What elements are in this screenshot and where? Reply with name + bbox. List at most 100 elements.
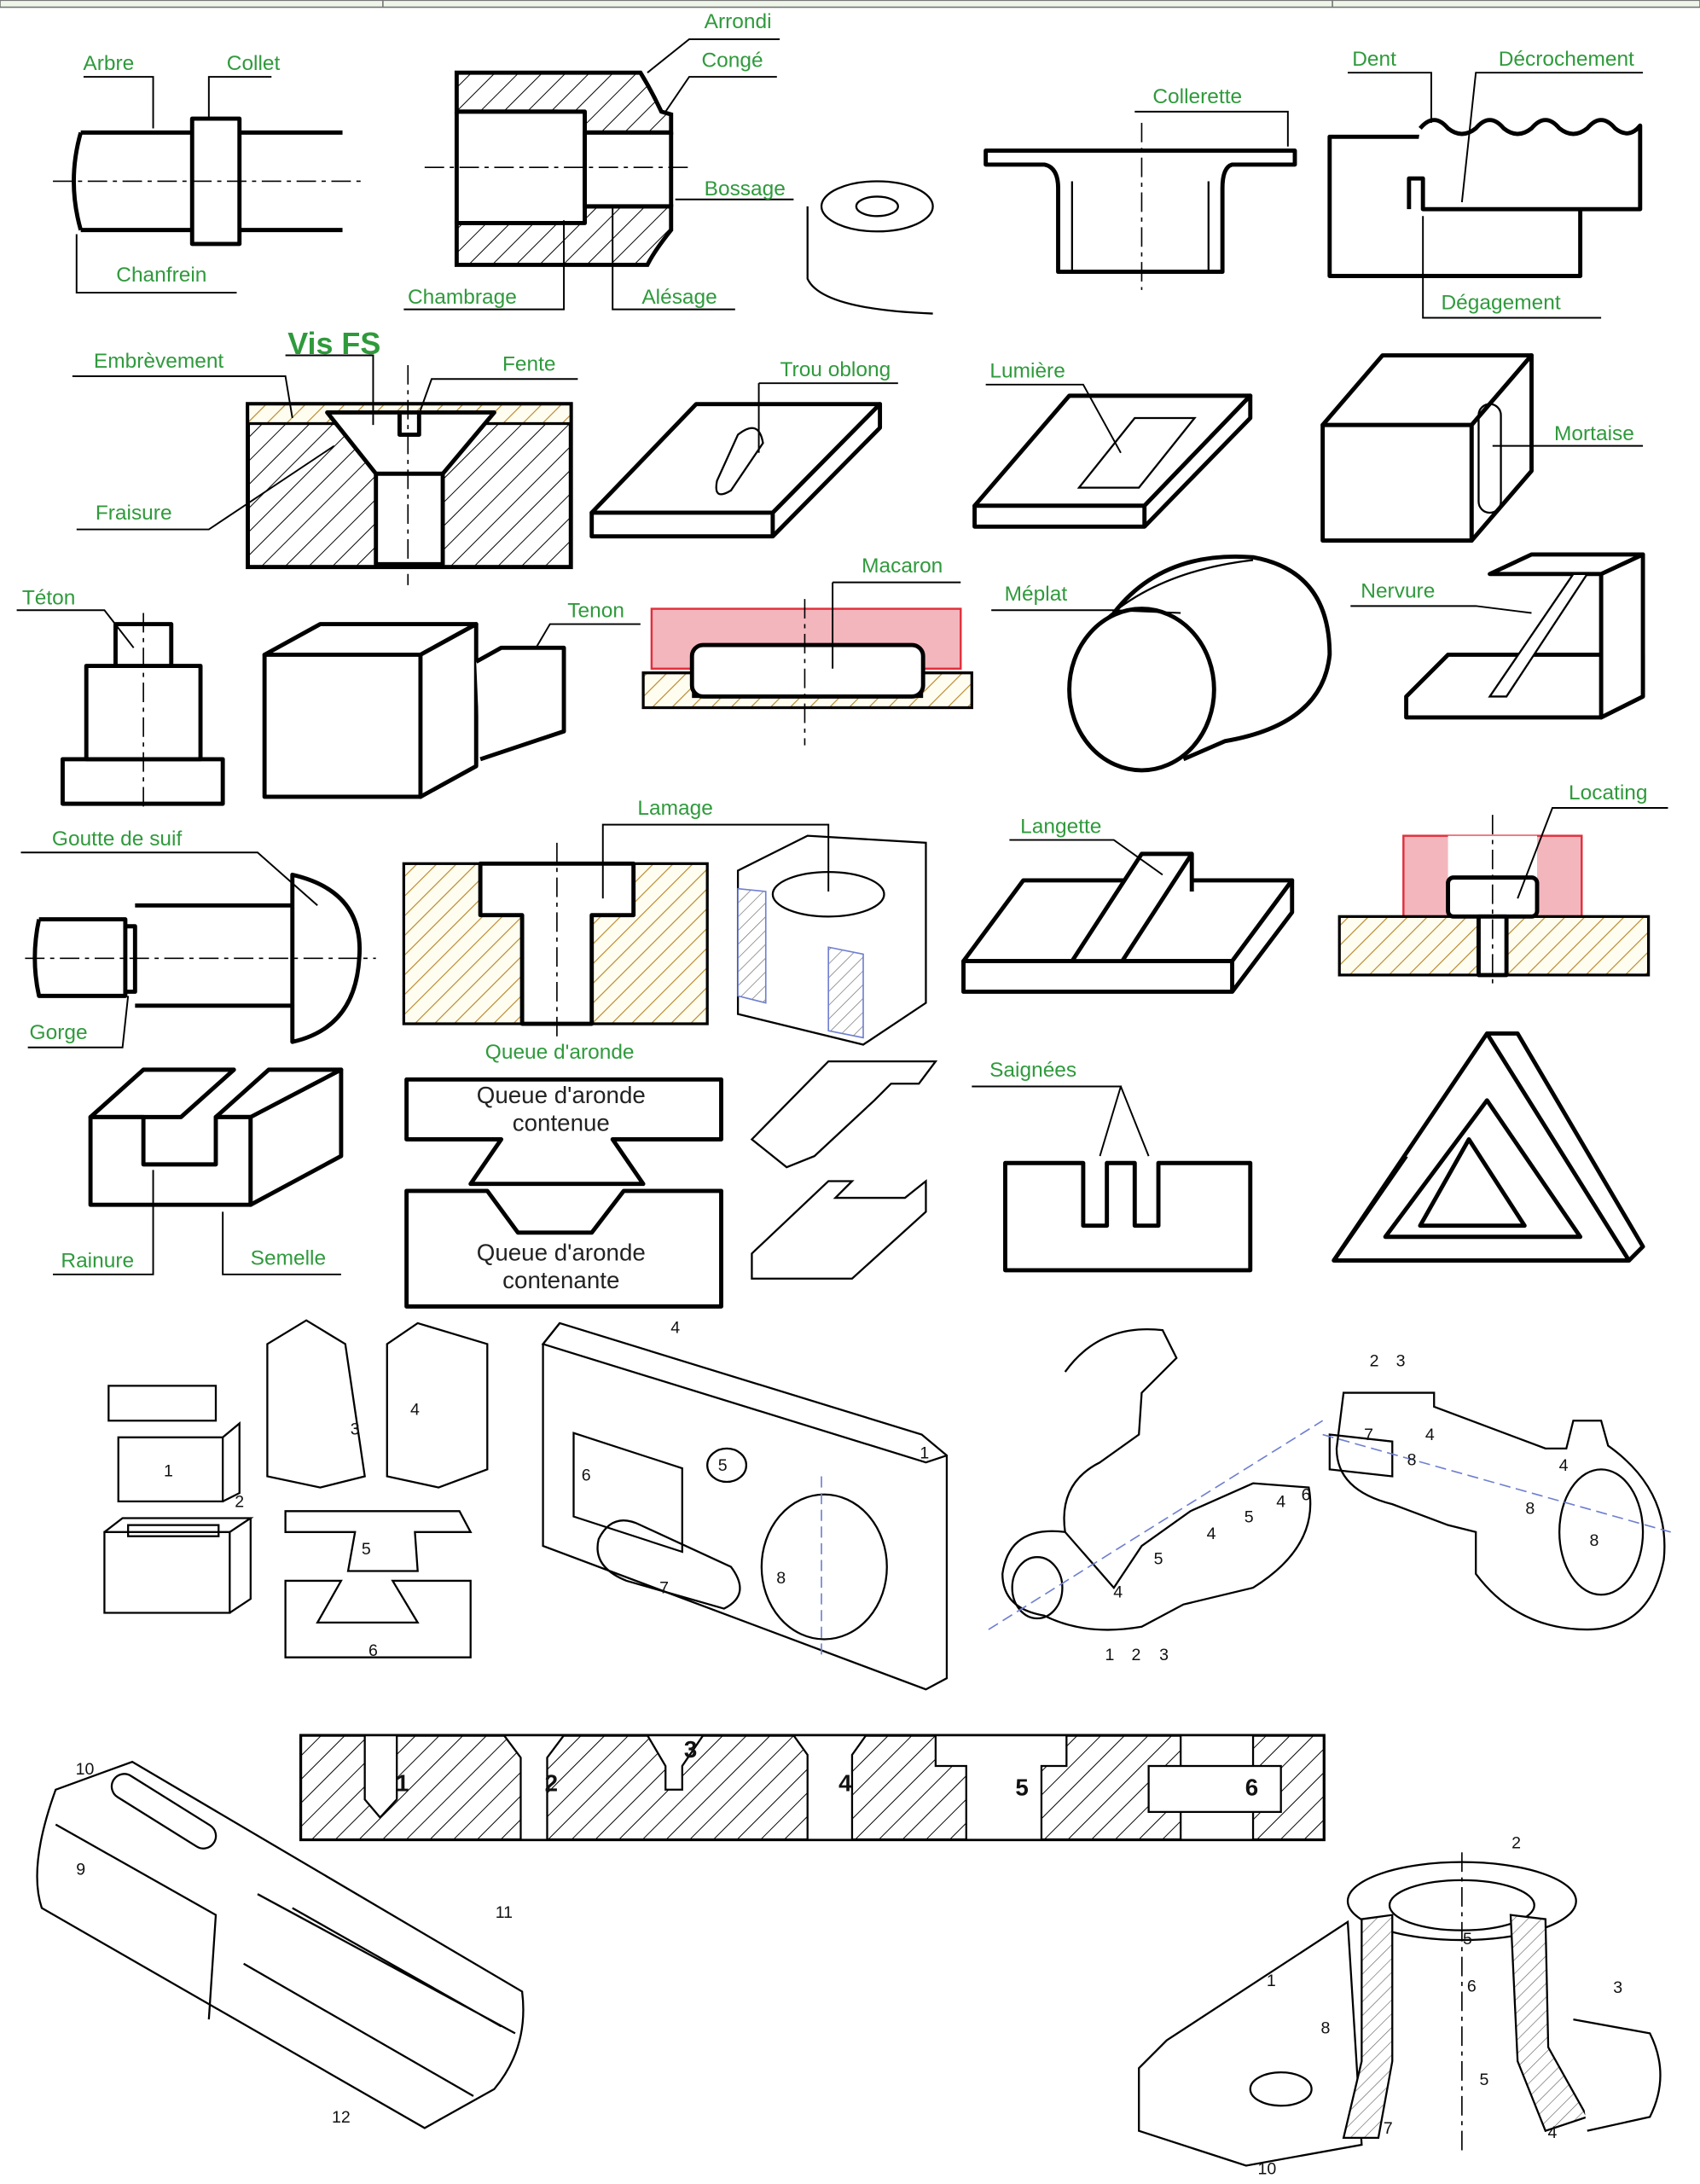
- num-bush-6: 6: [1302, 1485, 1311, 1504]
- num-hole-4: 4: [838, 1769, 852, 1796]
- figure-locating: Locating: [1337, 781, 1668, 990]
- figure-lumiere: Lumière: [972, 360, 1253, 529]
- num-base-10: 10: [1257, 2159, 1276, 2178]
- num-bush-5a: 5: [1154, 1549, 1163, 1568]
- text-queue-contenante-1: Queue d'aronde: [477, 1240, 646, 1266]
- num-hole-5: 5: [1015, 1774, 1028, 1800]
- figure-holes-section: 1 2 3 4 5 6: [299, 1734, 1326, 1842]
- label-arrondi: Arrondi: [705, 10, 772, 33]
- figure-trou-oblong: Trou oblong: [589, 358, 898, 539]
- label-chambrage: Chambrage: [408, 286, 517, 309]
- text-queue-contenante-2: contenante: [502, 1267, 619, 1293]
- label-meplat: Méplat: [1005, 583, 1068, 606]
- label-macaron: Macaron: [862, 555, 943, 578]
- label-queue-daronde: Queue d'aronde: [485, 1041, 635, 1064]
- label-locating: Locating: [1569, 781, 1648, 804]
- num-hole-3: 3: [684, 1736, 697, 1763]
- num-bush-4b: 4: [1207, 1525, 1216, 1543]
- num-prisms-6: 6: [368, 1641, 378, 1660]
- num-base-3: 3: [1613, 1978, 1622, 1997]
- figure-goutte-de-suif: Goutte de suif Gorge: [20, 828, 376, 1048]
- figure-teeth: Dent Décrochement Dégagement: [1327, 48, 1644, 319]
- label-semelle: Semelle: [251, 1246, 326, 1269]
- num-sleeve-3: 3: [1396, 1352, 1406, 1371]
- label-rainure: Rainure: [61, 1250, 134, 1273]
- num-hole-1: 1: [396, 1769, 409, 1796]
- figure-mortaise: Mortaise: [1320, 353, 1644, 543]
- figure-splined-shaft: 10 9 11 12: [36, 1760, 525, 2129]
- label-nervure: Nervure: [1361, 580, 1435, 603]
- num-shaft-11: 11: [496, 1903, 513, 1922]
- num-sleeve-2: 2: [1370, 1352, 1379, 1371]
- label-saignees: Saignées: [989, 1059, 1076, 1082]
- num-shaft-10: 10: [76, 1760, 95, 1779]
- figure-bore-section: Arrondi Congé Bossage Chambrage Alésage: [403, 10, 934, 315]
- num-prisms-4: 4: [410, 1401, 420, 1420]
- num-base-4: 4: [1548, 2123, 1558, 2142]
- text-queue-contenue-1: Queue d'aronde: [477, 1082, 646, 1108]
- label-fente: Fente: [502, 352, 556, 375]
- figure-sleeve-section: 2 3 7 4 8 4 8 8: [1322, 1352, 1671, 1631]
- num-sleeve-8a: 8: [1407, 1450, 1417, 1469]
- num-bush-4c: 4: [1276, 1492, 1285, 1511]
- num-base-8: 8: [1320, 2018, 1330, 2037]
- figure-queue-daronde: Queue d'aronde Queue d'aronde contenue Q…: [404, 1041, 938, 1309]
- num-bush-1: 1: [1105, 1646, 1114, 1664]
- num-base-1: 1: [1267, 1972, 1276, 1990]
- num-blocks-1: 1: [164, 1462, 173, 1481]
- num-blocks-2: 2: [235, 1492, 244, 1511]
- num-prisms-3: 3: [351, 1420, 360, 1439]
- num-plate-1: 1: [920, 1443, 929, 1462]
- figure-nervure: Nervure: [1350, 552, 1645, 720]
- num-bush-3: 3: [1159, 1646, 1169, 1664]
- num-shaft-9: 9: [76, 1860, 85, 1879]
- label-mortaise: Mortaise: [1554, 422, 1634, 445]
- label-bossage: Bossage: [705, 177, 786, 200]
- num-base-5a: 5: [1463, 1930, 1472, 1949]
- figure-langette: Langette: [961, 815, 1295, 994]
- label-trou-oblong: Trou oblong: [780, 358, 891, 381]
- label-arbre: Arbre: [83, 52, 134, 75]
- figure-flanged-base: 2 5 6 3 8 5 7 4 10 1: [1138, 1833, 1662, 2178]
- num-sleeve-7: 7: [1364, 1426, 1373, 1444]
- label-teton: Téton: [22, 587, 76, 610]
- num-hole-2: 2: [545, 1769, 558, 1796]
- label-decrochement: Décrochement: [1499, 48, 1634, 71]
- num-bush-5b: 5: [1245, 1507, 1254, 1526]
- num-sleeve-8c: 8: [1590, 1531, 1599, 1550]
- figure-lamage: Lamage: [402, 797, 927, 1046]
- figure-impossible-triangle: [1332, 1031, 1645, 1263]
- figure-collerette: Collerette: [983, 85, 1297, 290]
- figure-teton: Téton: [16, 587, 225, 809]
- num-sleeve-4b: 4: [1559, 1456, 1569, 1475]
- label-collerette: Collerette: [1152, 85, 1242, 108]
- num-sleeve-8b: 8: [1525, 1500, 1535, 1519]
- figure-prisms: 3 4 5 6: [266, 1319, 489, 1660]
- label-fraisure: Fraisure: [96, 502, 172, 525]
- num-plate-6: 6: [582, 1466, 591, 1484]
- num-plate-5: 5: [718, 1456, 728, 1475]
- num-base-6: 6: [1467, 1977, 1477, 1995]
- figure-meplat: Méplat: [991, 555, 1332, 773]
- num-shaft-12: 12: [332, 2108, 351, 2127]
- figure-bush-section: 1 2 3 4 5 4 5 4 6: [988, 1328, 1324, 1664]
- label-degagement: Dégagement: [1442, 292, 1561, 315]
- label-gorge: Gorge: [30, 1021, 88, 1044]
- label-goutte-de-suif: Goutte de suif: [52, 828, 183, 851]
- num-plate-8: 8: [776, 1569, 786, 1588]
- figure-blocks: 1 2: [103, 1385, 254, 1614]
- num-plate-7: 7: [659, 1579, 669, 1598]
- figure-countersunk-screw: Embrèvement Vis FS Fente Fraisure: [72, 327, 578, 585]
- label-lumiere: Lumière: [989, 360, 1065, 383]
- num-base-7: 7: [1384, 2119, 1393, 2138]
- figure-macaron: Macaron: [641, 555, 973, 746]
- label-dent: Dent: [1352, 48, 1396, 71]
- figure-saignees: Saignées: [972, 1059, 1253, 1273]
- num-bush-2: 2: [1131, 1646, 1140, 1664]
- label-vis-fs: Vis FS: [287, 327, 380, 361]
- num-bush-4a: 4: [1113, 1583, 1123, 1602]
- figure-shaft-collar: Arbre Collet Chanfrein: [53, 52, 365, 294]
- top-table-border: [0, 0, 1700, 9]
- label-chanfrein: Chanfrein: [116, 264, 206, 287]
- label-tenon: Tenon: [567, 599, 624, 622]
